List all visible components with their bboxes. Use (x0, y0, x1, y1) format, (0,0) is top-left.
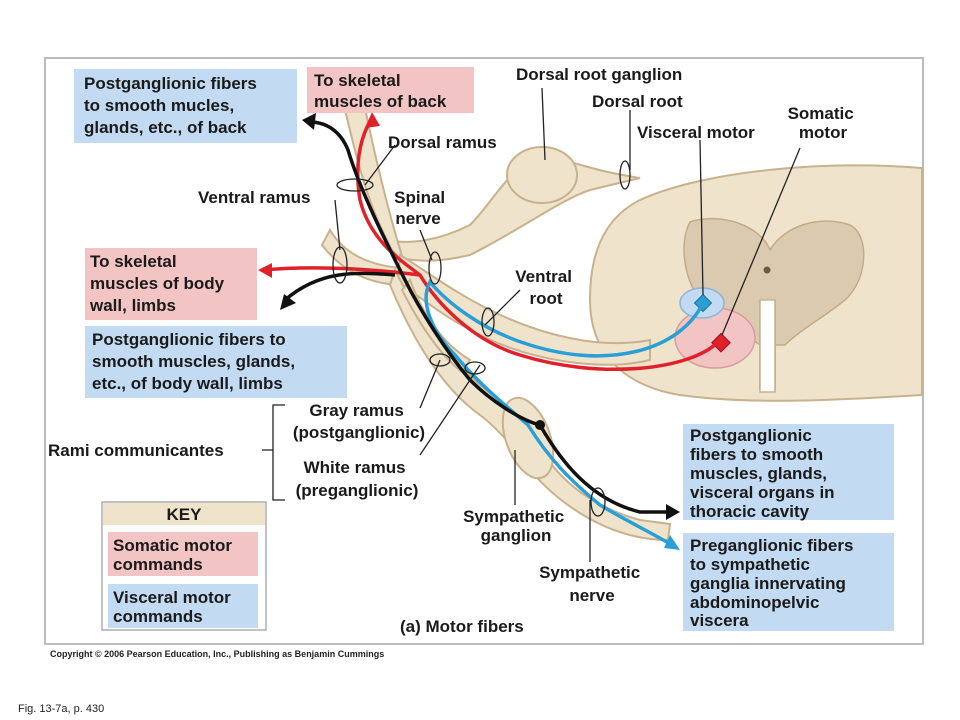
visceral-post-fiber (309, 120, 541, 427)
label-visceral-motor: Visceral motor (637, 123, 755, 142)
key-title: KEY (167, 505, 203, 524)
label-post-back: Postganglionic fibers to smooth mucles, … (84, 74, 262, 137)
label-spinal-nerve: Spinal nerve (394, 188, 450, 228)
visceral-post-thoracic (538, 424, 672, 514)
label-sympathetic-ganglion: Sympathetic ganglion (463, 507, 569, 545)
visceral-post-body (283, 271, 396, 302)
spinal-cord (588, 164, 923, 402)
label-box-post-body (85, 326, 347, 398)
label-ventral-ramus: Ventral ramus (198, 188, 310, 207)
label-rami-communicantes: Rami communicantes (48, 441, 224, 460)
label-dorsal-root: Dorsal root (592, 92, 683, 111)
label-skeletal-body: To skeletal muscles of body wall, limbs (89, 252, 229, 315)
label-skeletal-back: To skeletal muscles of back (314, 71, 447, 111)
label-ventral-root: Ventral root (515, 267, 576, 308)
label-dorsal-root-ganglion: Dorsal root ganglion (516, 65, 682, 84)
caption: (a) Motor fibers (400, 617, 524, 636)
label-sympathetic-nerve: Sympathetic nerve (539, 563, 645, 605)
key-visceral: Visceral motor commands (113, 588, 236, 626)
somatic-fiber (355, 117, 720, 372)
label-box-skeletal-body (85, 248, 257, 320)
label-box-skeletal-back (307, 67, 474, 113)
somatic-fiber-body (261, 266, 421, 277)
visceral-pre-fiber (424, 278, 705, 547)
arrowheads (258, 112, 680, 550)
key: KEY Somatic motor commands Visceral moto… (101, 501, 267, 631)
label-box-post-thoracic (683, 424, 894, 520)
key-somatic: Somatic motor commands (113, 536, 237, 574)
fiber-paths (261, 117, 720, 547)
label-post-thoracic: Postganglionic fibers to smooth muscles,… (690, 426, 839, 521)
figure-ref: Fig. 13-7a, p. 430 (18, 703, 104, 715)
label-box-pre-abdominal (683, 533, 894, 631)
label-dorsal-ramus: Dorsal ramus (388, 133, 497, 152)
leader-lines (262, 87, 801, 562)
label-post-body: Postganglionic fibers to smooth muscles,… (92, 330, 300, 393)
label-pre-abdominal: Preganglionic fibers to sympathetic gang… (690, 536, 858, 630)
copyright: Copyright © 2006 Pearson Education, Inc.… (50, 649, 384, 659)
label-box-post-back (74, 69, 297, 143)
label-somatic-motor: Somatic motor (788, 104, 859, 142)
label-gray-ramus: Gray ramus (postganglionic) (293, 401, 425, 442)
label-white-ramus: White ramus (preganglionic) (296, 458, 419, 500)
